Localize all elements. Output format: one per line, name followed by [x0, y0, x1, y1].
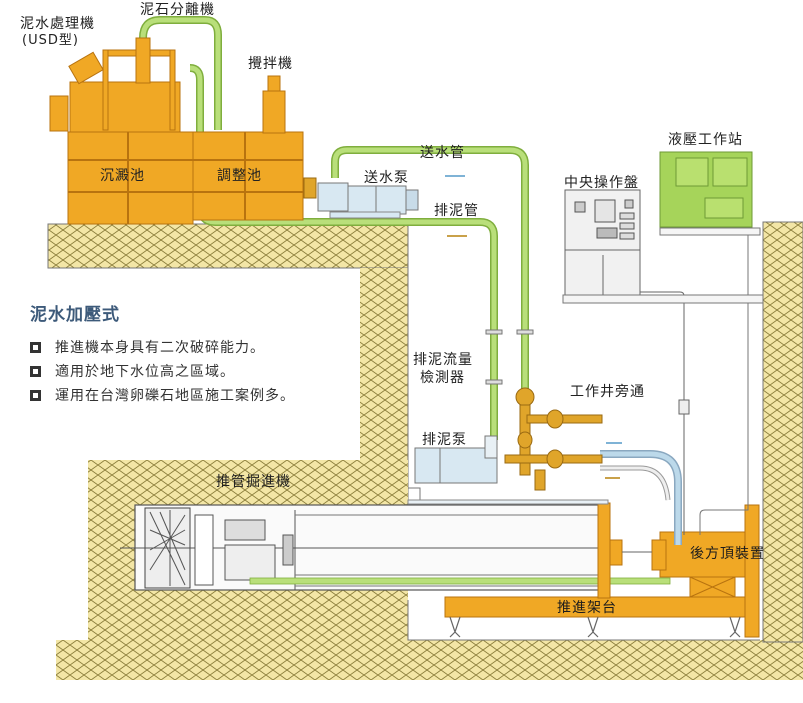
label-hydraulic-station: 液壓工作站 [668, 132, 743, 148]
label-tbm: 推管掘進機 [216, 474, 291, 490]
label-mixer: 攪拌機 [248, 56, 293, 72]
feature-text: 運用在台灣卵礫石地區施工案例多。 [55, 388, 295, 404]
rear-jack [622, 531, 746, 598]
label-separator: 泥石分離機 [140, 2, 215, 18]
label-discharge-pump: 排泥泵 [422, 432, 467, 448]
label-flow-meter-line1: 排泥流量 [413, 352, 473, 368]
checkbox-icon [30, 341, 41, 353]
label-control-panel: 中央操作盤 [564, 175, 639, 191]
label-discharge-pipe: 排泥管 [434, 203, 479, 219]
label-feed-pipe: 送水管 [420, 145, 465, 161]
feed-pump [317, 182, 419, 219]
label-settling-tank: 沉澱池 [100, 168, 145, 184]
label-slurry-treatment: 泥水處理機 [20, 16, 95, 32]
slurry-tanks [49, 37, 317, 225]
feature-item: 適用於地下水位高之區域。 [30, 359, 360, 383]
control-panel [562, 189, 764, 308]
feature-panel: 泥水加壓式 推進機本身具有二次破碎能力。 適用於地下水位高之區域。 運用在台灣卵… [30, 300, 360, 407]
label-flow-meter-line2: 檢測器 [420, 370, 465, 386]
bypass-pipes [600, 235, 749, 545]
label-shaft-bypass: 工作井旁通 [570, 384, 645, 400]
discharge-pump [407, 435, 609, 505]
valve-assembly [504, 387, 603, 491]
tbm-machine [120, 504, 671, 591]
hydraulic-station [659, 151, 761, 236]
label-thrust-frame: 推進架台 [557, 600, 617, 616]
label-slurry-treatment-type: (USD型) [22, 33, 79, 48]
label-adjusting-tank: 調整池 [217, 168, 262, 184]
feature-text: 適用於地下水位高之區域。 [55, 364, 235, 380]
label-feed-pump: 送水泵 [364, 170, 409, 186]
thrust-frame [444, 502, 760, 638]
feature-item: 運用在台灣卵礫石地區施工案例多。 [30, 383, 360, 407]
checkbox-icon [30, 365, 41, 377]
feature-text: 推進機本身具有二次破碎能力。 [55, 340, 265, 356]
checkbox-icon [30, 389, 41, 401]
label-rear-jack: 後方頂裝置 [690, 546, 765, 562]
feature-item: 推進機本身具有二次破碎能力。 [30, 335, 360, 359]
method-title: 泥水加壓式 [30, 305, 120, 325]
